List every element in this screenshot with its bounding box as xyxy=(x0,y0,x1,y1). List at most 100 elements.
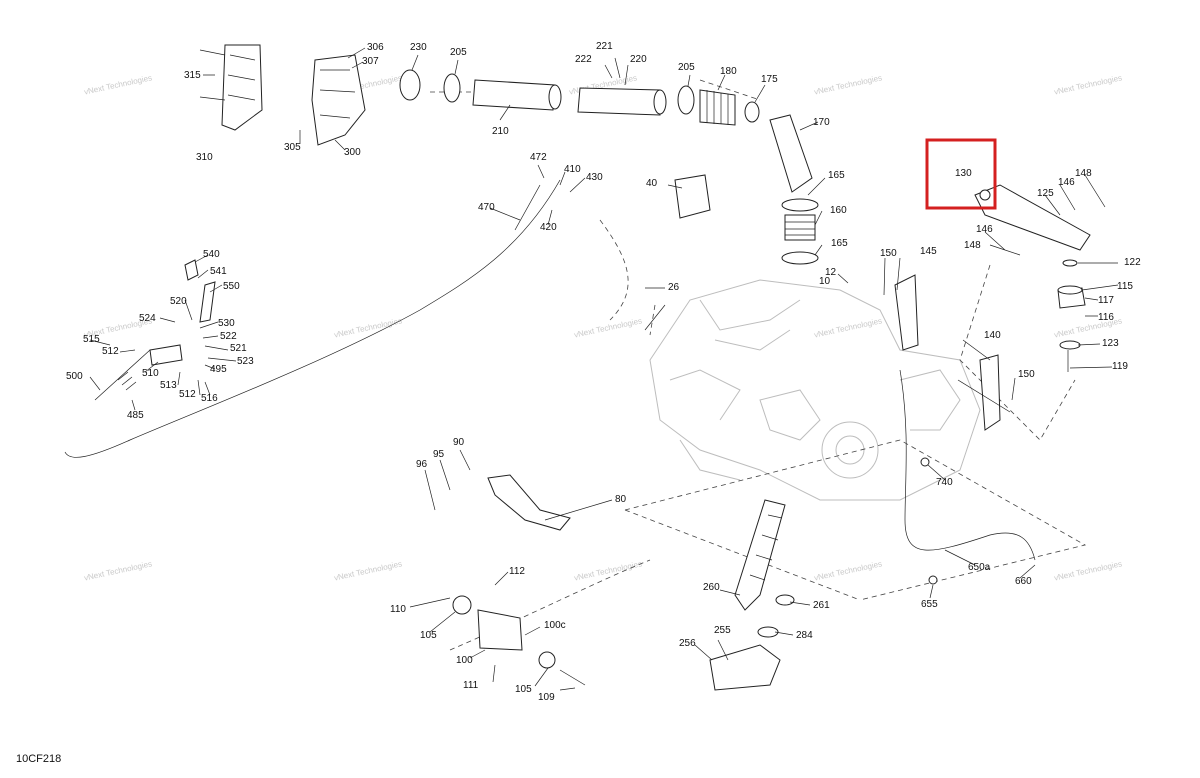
part-callout-306[interactable]: 306 xyxy=(367,42,384,53)
watermark: vNext Technologies xyxy=(83,559,153,582)
part-callout-660[interactable]: 660 xyxy=(1015,576,1032,587)
part-callout-221[interactable]: 221 xyxy=(596,41,613,52)
part-callout-261[interactable]: 261 xyxy=(813,600,830,611)
part-callout-520[interactable]: 520 xyxy=(170,296,187,307)
part-callout-255[interactable]: 255 xyxy=(714,625,731,636)
part-callout-145[interactable]: 145 xyxy=(920,246,937,257)
watermark: vNext Technologies xyxy=(333,559,403,582)
part-callout-165[interactable]: 165 xyxy=(828,170,845,181)
part-callout-540[interactable]: 540 xyxy=(203,249,220,260)
part-callout-530[interactable]: 530 xyxy=(218,318,235,329)
part-callout-95[interactable]: 95 xyxy=(433,449,445,460)
part-callout-220[interactable]: 220 xyxy=(630,54,647,65)
part-callout-123[interactable]: 123 xyxy=(1102,338,1119,349)
watermark: vNext Technologies xyxy=(333,316,403,339)
watermark: vNext Technologies xyxy=(1053,559,1123,582)
part-callout-117[interactable]: 117 xyxy=(1098,295,1114,306)
part-callout-12[interactable]: 12 xyxy=(825,267,837,278)
part-callout-130[interactable]: 130 xyxy=(955,168,972,179)
watermark-layer: vNext Technologies vNext Technologies vNex… xyxy=(83,73,1123,582)
part-callout-430[interactable]: 430 xyxy=(586,172,603,183)
part-callout-111[interactable]: 111 xyxy=(463,680,479,691)
part-callout-210[interactable]: 210 xyxy=(492,126,509,137)
part-callout-510[interactable]: 510 xyxy=(142,368,159,379)
part-callout-512[interactable]: 512 xyxy=(179,389,196,400)
part-callout-420[interactable]: 420 xyxy=(540,222,557,233)
watermark: vNext Technologies xyxy=(573,316,643,339)
part-callout-516[interactable]: 516 xyxy=(201,393,218,404)
routing-lines xyxy=(430,79,1087,651)
part-callout-165[interactable]: 165 xyxy=(831,238,848,249)
part-callout-150[interactable]: 150 xyxy=(880,248,897,259)
part-callout-205[interactable]: 205 xyxy=(450,47,467,58)
part-callout-260[interactable]: 260 xyxy=(703,582,720,593)
part-callout-160[interactable]: 160 xyxy=(830,205,847,216)
part-callout-112[interactable]: 112 xyxy=(509,566,525,577)
part-callout-284[interactable]: 284 xyxy=(796,630,813,641)
part-callout-122[interactable]: 122 xyxy=(1124,257,1141,268)
part-callout-109[interactable]: 109 xyxy=(538,692,555,703)
part-callout-541[interactable]: 541 xyxy=(210,266,227,277)
part-callout-550[interactable]: 550 xyxy=(223,281,240,292)
part-callout-170[interactable]: 170 xyxy=(813,117,830,128)
part-callout-522[interactable]: 522 xyxy=(220,331,237,342)
part-callout-315[interactable]: 315 xyxy=(184,70,201,81)
part-callout-100c[interactable]: 100c xyxy=(544,620,566,631)
part-callout-10[interactable]: 10 xyxy=(819,276,831,287)
watermark: vNext Technologies xyxy=(83,73,153,96)
part-callout-100[interactable]: 100 xyxy=(456,655,473,666)
part-callout-256[interactable]: 256 xyxy=(679,638,696,649)
part-callout-146[interactable]: 146 xyxy=(1058,177,1075,188)
part-callout-523[interactable]: 523 xyxy=(237,356,254,367)
part-callout-222[interactable]: 222 xyxy=(575,54,592,65)
part-callout-300[interactable]: 300 xyxy=(344,147,361,158)
part-callout-40[interactable]: 40 xyxy=(646,178,658,189)
part-callout-26[interactable]: 26 xyxy=(668,282,680,293)
part-callout-80[interactable]: 80 xyxy=(615,494,627,505)
part-callout-230[interactable]: 230 xyxy=(410,42,427,53)
part-callout-110[interactable]: 110 xyxy=(390,604,406,615)
part-callout-115[interactable]: 115 xyxy=(1117,281,1133,292)
part-callout-119[interactable]: 119 xyxy=(1112,361,1128,372)
diagram-id: 10CF218 xyxy=(16,753,61,765)
part-callout-310[interactable]: 310 xyxy=(196,152,213,163)
part-callout-512[interactable]: 512 xyxy=(102,346,119,357)
watermark: vNext Technologies xyxy=(813,73,883,96)
part-callout-205[interactable]: 205 xyxy=(678,62,695,73)
part-callout-305[interactable]: 305 xyxy=(284,142,301,153)
part-callout-524[interactable]: 524 xyxy=(139,313,156,324)
part-callout-90[interactable]: 90 xyxy=(453,437,465,448)
watermark: vNext Technologies xyxy=(813,316,883,339)
part-callout-116[interactable]: 116 xyxy=(1098,312,1114,323)
part-callout-515[interactable]: 515 xyxy=(83,334,100,345)
part-callout-513[interactable]: 513 xyxy=(160,380,177,391)
part-callout-180[interactable]: 180 xyxy=(720,66,737,77)
part-callout-125[interactable]: 125 xyxy=(1037,188,1054,199)
part-callout-410[interactable]: 410 xyxy=(564,164,581,175)
part-callout-148[interactable]: 148 xyxy=(964,240,981,251)
part-callout-495[interactable]: 495 xyxy=(210,364,227,375)
part-callout-472[interactable]: 472 xyxy=(530,152,547,163)
part-callout-307[interactable]: 307 xyxy=(362,56,379,67)
part-callout-485[interactable]: 485 xyxy=(127,410,144,421)
part-callout-655[interactable]: 655 xyxy=(921,599,938,610)
part-callout-175[interactable]: 175 xyxy=(761,74,778,85)
part-callout-148[interactable]: 148 xyxy=(1075,168,1092,179)
part-callout-105[interactable]: 105 xyxy=(420,630,437,641)
part-callout-150[interactable]: 150 xyxy=(1018,369,1035,380)
part-callout-146[interactable]: 146 xyxy=(976,224,993,235)
highlight-box xyxy=(925,138,997,210)
part-callout-521[interactable]: 521 xyxy=(230,343,247,354)
part-callout-105[interactable]: 105 xyxy=(515,684,532,695)
part-callout-500[interactable]: 500 xyxy=(66,371,83,382)
part-callout-470[interactable]: 470 xyxy=(478,202,495,213)
watermark: vNext Technologies xyxy=(1053,73,1123,96)
part-callout-740[interactable]: 740 xyxy=(936,477,953,488)
part-callout-96[interactable]: 96 xyxy=(416,459,428,470)
watermark: vNext Technologies xyxy=(813,559,883,582)
leader-lines xyxy=(89,47,1119,691)
part-callout-140[interactable]: 140 xyxy=(984,330,1001,341)
part-callout-650a[interactable]: 650a xyxy=(968,562,991,573)
